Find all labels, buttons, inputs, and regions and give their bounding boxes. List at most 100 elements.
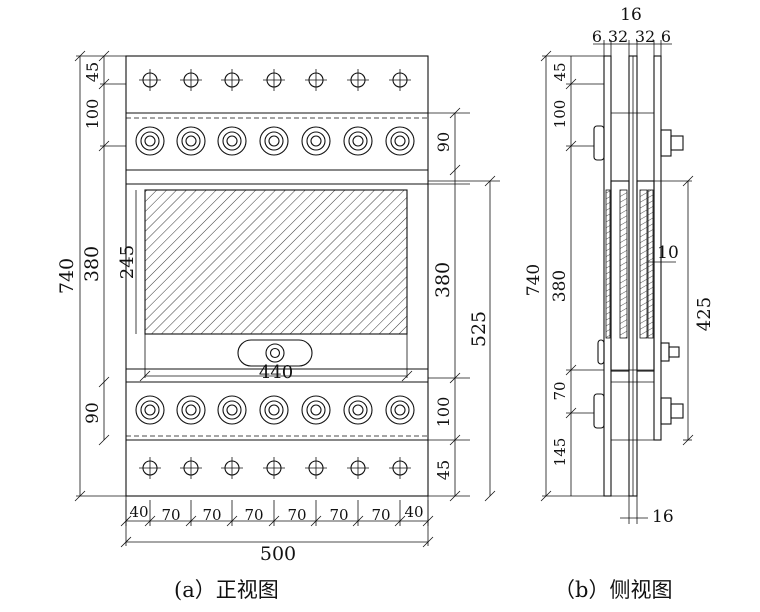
- small-bolt-symbol: [305, 457, 327, 479]
- small-bolt-symbol: [347, 457, 369, 479]
- tick: [484, 175, 496, 187]
- dim-label-6-left: 6: [592, 27, 602, 46]
- large-bolt-symbol: [259, 395, 289, 425]
- small-bolt-symbol: [389, 457, 411, 479]
- dim-label-gap-10: 10: [657, 243, 679, 263]
- tick: [98, 50, 110, 62]
- dim-label-245: 245: [117, 245, 138, 279]
- tick: [310, 515, 322, 527]
- tick: [682, 434, 694, 446]
- dim-label-740: 740: [56, 258, 78, 294]
- specimen-hatched-panel: [144, 189, 408, 335]
- front-view: 740 45 100 380 90 245 440 90: [56, 50, 500, 565]
- dim-label-16-top: 16: [620, 5, 642, 25]
- tick: [449, 372, 461, 384]
- bolt-head: [597, 339, 605, 365]
- dim-label-side-145: 145: [551, 438, 569, 467]
- tick: [540, 490, 552, 502]
- dim-label-pitch: 70: [329, 506, 348, 524]
- large-bolt-symbol: [385, 395, 415, 425]
- dim-label-45-top: 45: [83, 62, 102, 82]
- small-bolt-symbol: [347, 69, 369, 91]
- small-bolt-symbol: [139, 69, 161, 91]
- tick: [484, 490, 496, 502]
- tick: [449, 164, 461, 176]
- dim-label-pitch: 70: [371, 506, 390, 524]
- bottom-chain-ticks: [120, 500, 434, 527]
- side-specimen-right: [647, 189, 654, 339]
- tick: [449, 107, 461, 119]
- dim-label-380-right: 380: [432, 262, 454, 298]
- top-large-bolt-row: [135, 126, 415, 156]
- slot-bolt-inner: [269, 347, 281, 359]
- dim-label-440: 440: [259, 362, 293, 383]
- dim-label-pitch: 70: [161, 506, 180, 524]
- dim-label-425: 425: [694, 297, 715, 331]
- bolt-head: [593, 393, 605, 429]
- tick: [120, 515, 132, 527]
- large-bolt-symbol: [385, 126, 415, 156]
- tick: [422, 536, 434, 548]
- dim-label-500: 500: [260, 543, 296, 565]
- tick: [226, 515, 238, 527]
- tick: [422, 515, 434, 527]
- dim-label-edge-right: 40: [404, 503, 423, 521]
- dim-label-32-left: 32: [608, 27, 628, 46]
- dim-label-side-380: 380: [550, 270, 570, 302]
- dim-label-6-right: 6: [661, 27, 671, 46]
- bolt-end: [670, 135, 684, 151]
- dim-label-pitch: 70: [287, 506, 306, 524]
- bolt-head: [593, 125, 605, 161]
- small-bolt-symbol: [221, 457, 243, 479]
- large-bolt-symbol: [217, 395, 247, 425]
- large-bolt-symbol: [176, 126, 206, 156]
- caption-front-view: (a）正视图: [174, 578, 279, 602]
- tick: [268, 515, 280, 527]
- side-inner-right: [636, 180, 655, 372]
- dim-label-90-left: 90: [83, 402, 103, 424]
- small-bolt-symbol: [180, 457, 202, 479]
- side-bolt-middle: [597, 339, 680, 365]
- large-bolt-symbol: [301, 126, 331, 156]
- side-specimen-midleft: [619, 189, 628, 339]
- dim-label-380-left: 380: [81, 246, 103, 282]
- dim-label-90-right: 90: [434, 132, 453, 152]
- dim-label-45-right: 45: [434, 460, 453, 480]
- dim-label-100-top: 100: [83, 99, 102, 130]
- top-small-bolt-row: [139, 69, 411, 91]
- dim-label-side-740: 740: [524, 264, 544, 296]
- small-bolt-symbol: [389, 69, 411, 91]
- dim-label-side-45: 45: [551, 62, 569, 81]
- tick: [401, 370, 413, 382]
- side-view: 6 32 16 32 6 740 45 100 380 70 145 10: [524, 5, 715, 527]
- side-bolt-lower: [593, 393, 684, 429]
- bottom-large-bolt-row: [135, 395, 415, 425]
- tick: [98, 434, 110, 446]
- tick: [449, 490, 461, 502]
- caption-side-view: （b）侧视图: [554, 578, 673, 602]
- nut: [660, 397, 672, 425]
- small-bolt-symbol: [139, 457, 161, 479]
- tick: [185, 515, 197, 527]
- large-bolt-symbol: [135, 126, 165, 156]
- side-inner-left: [610, 180, 630, 372]
- dim-label-bottom-16: 16: [652, 507, 674, 527]
- tick: [120, 536, 132, 548]
- dim-label-edge-left: 40: [129, 503, 148, 521]
- small-bolt-symbol: [263, 69, 285, 91]
- tick: [74, 50, 86, 62]
- tick: [540, 50, 552, 62]
- side-specimen-left: [605, 189, 611, 339]
- tick: [394, 515, 406, 527]
- small-bolt-symbol: [263, 457, 285, 479]
- side-bolt-upper: [593, 125, 684, 161]
- small-bolt-symbol: [305, 69, 327, 91]
- slot-bolt-outer: [265, 343, 285, 363]
- large-bolt-symbol: [301, 395, 331, 425]
- side-specimen-midright: [639, 189, 648, 339]
- large-bolt-symbol: [343, 395, 373, 425]
- nut: [660, 342, 670, 362]
- tick: [449, 434, 461, 446]
- front-outline: [125, 55, 429, 497]
